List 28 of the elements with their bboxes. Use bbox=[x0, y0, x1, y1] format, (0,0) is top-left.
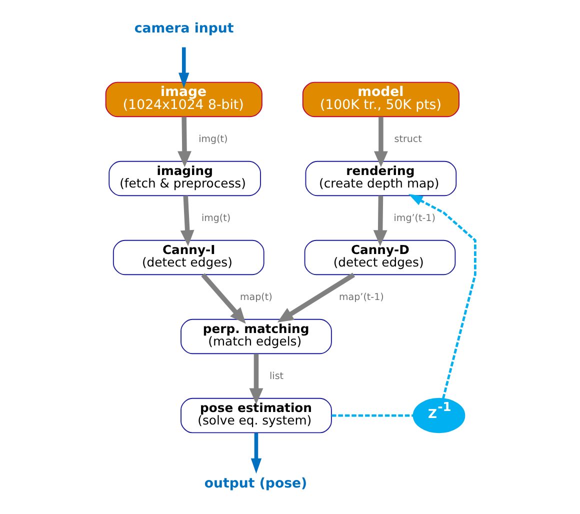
arrow bbox=[250, 432, 262, 474]
node-box: model (100K tr., 50K pts) bbox=[302, 81, 459, 117]
arrow bbox=[248, 353, 263, 404]
arrow bbox=[373, 116, 388, 167]
node-box: Canny-I (detect edges) bbox=[112, 239, 264, 275]
edge-label: img’(t-1) bbox=[393, 212, 435, 224]
edge-label: map(t) bbox=[240, 291, 272, 302]
node-box: perp. matching (match edgels) bbox=[180, 318, 332, 354]
edge-label: img(t) bbox=[200, 212, 230, 224]
node-box: pose estimation (solve eq. system) bbox=[180, 397, 332, 433]
arrow bbox=[180, 195, 194, 246]
arrow bbox=[178, 46, 189, 88]
edge-label: struct bbox=[394, 133, 422, 144]
node-box: Canny-D (detect edges) bbox=[304, 239, 456, 275]
node-text: output (pose) bbox=[204, 476, 307, 492]
connector bbox=[331, 414, 413, 416]
arrow bbox=[372, 195, 387, 246]
node-box: image (1024x1024 8-bit) bbox=[104, 81, 262, 117]
edge-label: map’(t-1) bbox=[338, 291, 384, 302]
node-box: rendering (create depth map) bbox=[304, 160, 456, 196]
arrow bbox=[177, 116, 191, 167]
edge-label: list bbox=[269, 370, 284, 382]
arrow bbox=[200, 272, 246, 324]
edge-label: img(t) bbox=[198, 133, 228, 144]
arrow bbox=[408, 194, 476, 398]
node-text: camera input bbox=[134, 21, 234, 36]
node-box: imaging (fetch & preprocess) bbox=[108, 160, 260, 196]
arrow bbox=[276, 272, 354, 322]
